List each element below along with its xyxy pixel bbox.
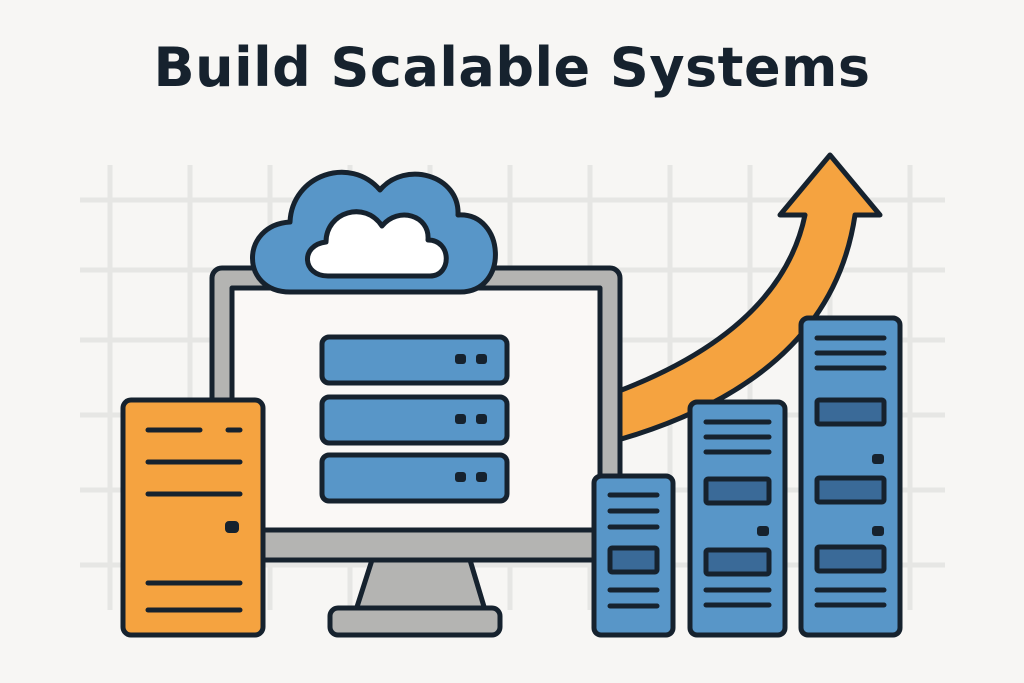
server-unit [319, 334, 510, 386]
drive-bay [703, 547, 772, 577]
server-unit-body [319, 394, 510, 446]
drive-bay [814, 544, 887, 574]
server-unit-body [319, 452, 510, 504]
led-icon [455, 354, 466, 364]
cloud-icon [250, 169, 498, 295]
server-unit [319, 394, 510, 446]
drive-bay [607, 545, 660, 575]
server-unit-body [319, 334, 510, 386]
led-icon [476, 354, 487, 364]
drive-bay [814, 475, 887, 505]
blue-server-tower-icon [591, 473, 676, 638]
led-icon [476, 472, 487, 482]
server-stack-icon [319, 334, 510, 504]
blue-server-tower-icon [687, 399, 788, 638]
led-icon [455, 472, 466, 482]
led-icon [757, 526, 769, 536]
page-title: Build Scalable Systems [153, 36, 871, 99]
led-icon [872, 526, 884, 536]
blue-server-tower-icon [798, 315, 903, 638]
led-icon [872, 454, 884, 464]
drive-bay [814, 397, 887, 427]
tower-body [687, 399, 788, 638]
led-icon [476, 414, 487, 424]
led-icon [455, 414, 466, 424]
monitor-icon [209, 265, 623, 638]
server-unit [319, 452, 510, 504]
drive-bay [703, 476, 772, 506]
orange-server-tower-icon [120, 397, 266, 638]
